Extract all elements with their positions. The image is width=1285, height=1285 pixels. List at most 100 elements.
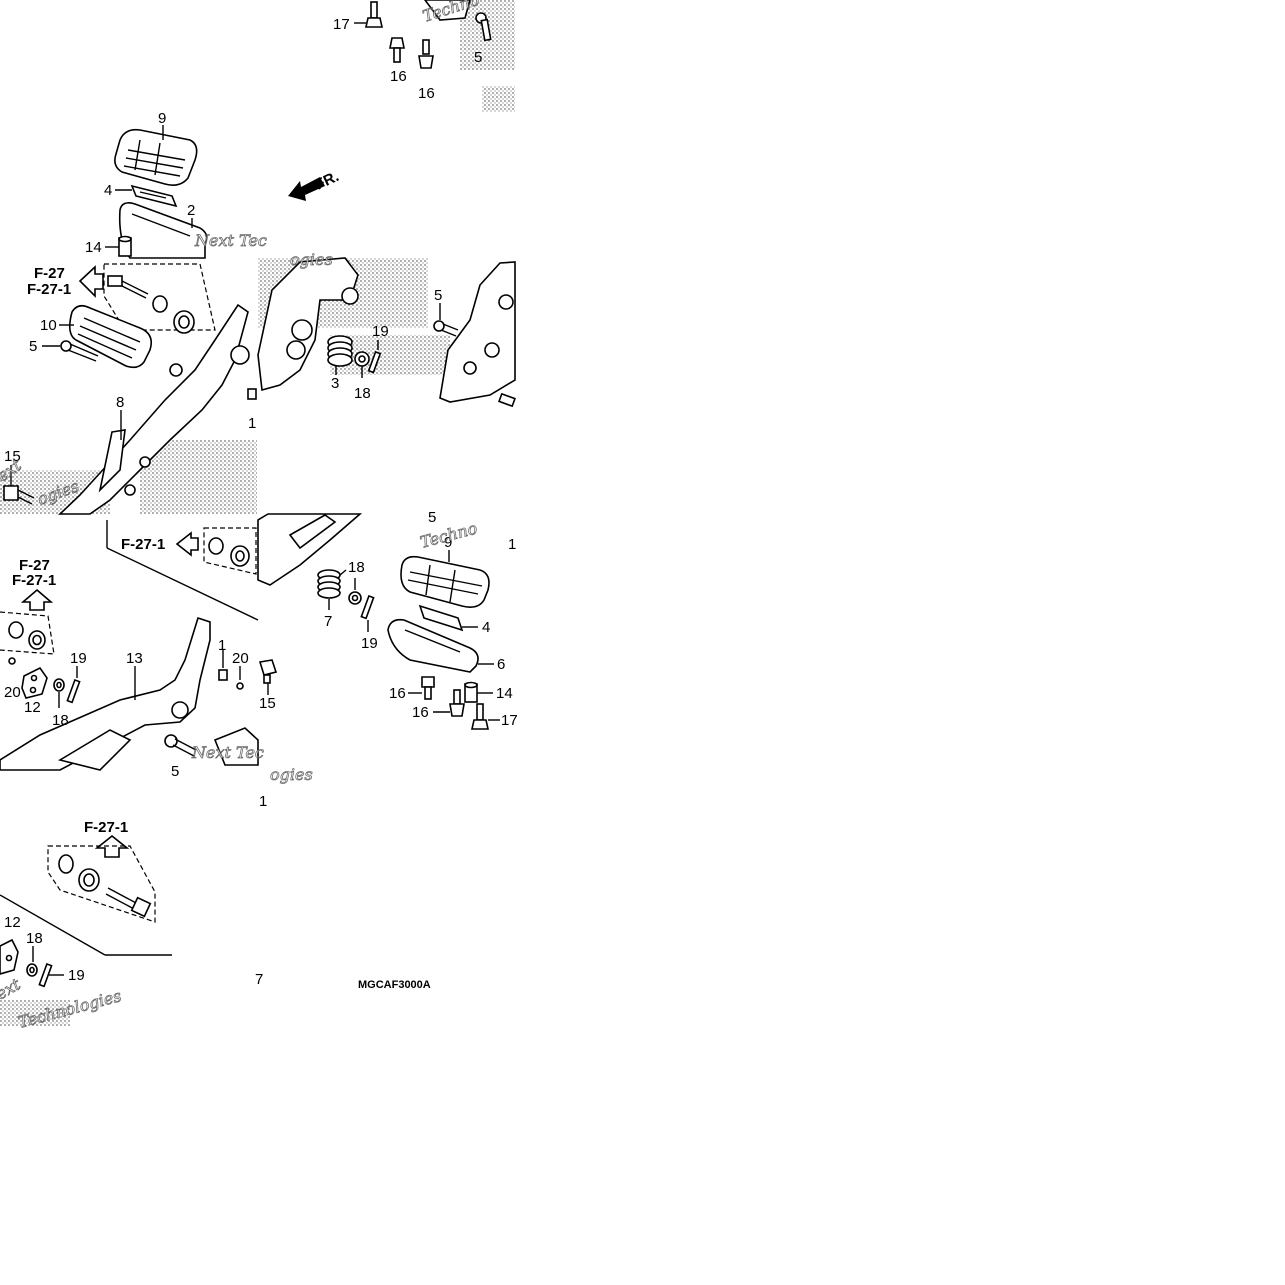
mount-hole xyxy=(484,342,500,358)
pin-5 xyxy=(164,734,197,757)
ref-f271: F-27-1 xyxy=(121,536,165,553)
callout-3: 3 xyxy=(331,375,339,392)
callout-2: 2 xyxy=(187,202,195,219)
footpeg-rubber-9 xyxy=(400,555,490,608)
washer-18 xyxy=(348,591,362,605)
tile-bottom: F-27-1 12 18 19 ext Technolo xyxy=(0,819,431,1032)
callout-4: 4 xyxy=(104,182,112,199)
drawing-code: MGCAF3000A xyxy=(358,979,431,991)
pin-5-right xyxy=(433,320,459,337)
watermark: Next Tec xyxy=(191,743,264,762)
callout-12: 12 xyxy=(4,914,21,931)
tile-upper-peg: 9 4 2 14 FR. Next Tec xyxy=(85,110,342,259)
plate-12 xyxy=(21,666,48,699)
spring-3 xyxy=(327,335,353,367)
callout-7: 7 xyxy=(324,613,332,630)
callout-12: 12 xyxy=(24,699,41,716)
ref-arrow-left-icon[interactable] xyxy=(78,265,104,298)
bolt-16b xyxy=(418,39,434,69)
callout-5: 5 xyxy=(29,338,37,355)
callout-14: 14 xyxy=(496,685,513,702)
callout-1: 1 xyxy=(259,793,267,810)
tile-left-lower: F-27-1 F-27 F-27-1 13 20 12 xyxy=(0,520,264,780)
tile-right-lower: 5 1 9 4 6 14 16 xyxy=(387,509,518,730)
callout-5: 5 xyxy=(474,49,482,66)
watermark: Next Tec xyxy=(194,231,267,250)
front-marker: FR. xyxy=(313,168,342,194)
washer-20 xyxy=(236,682,244,690)
ref-f271: F-27-1 xyxy=(84,819,128,836)
step-bracket xyxy=(439,261,516,403)
bracket-8 xyxy=(57,303,250,515)
bolt-16b xyxy=(449,689,465,717)
callout-18: 18 xyxy=(354,385,371,402)
kit-outline xyxy=(203,527,257,575)
pivot-boss xyxy=(286,340,306,360)
callout-9: 9 xyxy=(444,534,452,551)
ref-f271: F-27-1 xyxy=(27,281,71,298)
callout-16: 16 xyxy=(390,68,407,85)
tile-center-lower: 7 18 19 15 1 ogies xyxy=(257,513,378,810)
bolt-end xyxy=(498,392,516,408)
tile-right-middle: 5 xyxy=(433,261,516,408)
ref-f27: F-27 xyxy=(34,265,65,282)
bolt-kit xyxy=(107,275,195,334)
watermark: ext xyxy=(0,974,24,1003)
mount-hole xyxy=(498,294,514,310)
spring-7 xyxy=(317,569,347,599)
shading-area xyxy=(482,86,515,112)
washer-20 xyxy=(8,657,16,665)
tile-top-strip: 17 16 16 5 Techno xyxy=(333,0,515,112)
callout-16: 16 xyxy=(389,685,406,702)
callout-19: 19 xyxy=(70,650,87,667)
callout-5: 5 xyxy=(428,509,436,526)
bolt-15 xyxy=(3,485,35,505)
bolt-17 xyxy=(354,1,383,28)
bolt-15 xyxy=(258,659,278,684)
cotter-pin-19 xyxy=(38,962,53,988)
callout-5: 5 xyxy=(171,763,179,780)
pivot-boss xyxy=(341,287,359,305)
callout-8: 8 xyxy=(116,394,124,411)
callout-10: 10 xyxy=(40,317,57,334)
kit-outline xyxy=(47,845,156,923)
footpeg-rubber-9 xyxy=(114,128,198,186)
peg-fragment xyxy=(213,727,259,766)
callout-7: 7 xyxy=(255,971,263,988)
bracket-13 xyxy=(0,616,211,771)
bracket-part xyxy=(424,0,471,21)
pin-5-top xyxy=(475,12,492,42)
ref-f27: F-27 xyxy=(19,557,50,574)
bushing xyxy=(8,621,24,639)
watermark: ogies xyxy=(290,250,333,269)
ref-arrow-left-icon[interactable] xyxy=(175,531,199,557)
bracket-part xyxy=(257,513,363,586)
bushing-hole xyxy=(235,550,245,562)
ref-arrow-up-icon[interactable] xyxy=(20,588,54,611)
callout-19: 19 xyxy=(361,635,378,652)
callout-18: 18 xyxy=(26,930,43,947)
callout-17: 17 xyxy=(501,712,518,729)
shading-area xyxy=(0,1000,70,1026)
plate-12 xyxy=(0,938,19,975)
callout-1: 1 xyxy=(248,415,256,432)
bolt-16 xyxy=(389,37,405,63)
cotter-pin-19 xyxy=(367,350,382,374)
bolt-17 xyxy=(471,703,489,730)
bushing-hole xyxy=(32,634,42,646)
washer xyxy=(208,537,224,555)
pivot-boss xyxy=(291,319,313,341)
pin-5 xyxy=(60,340,99,362)
callout-17: 17 xyxy=(333,16,350,33)
callout-18: 18 xyxy=(52,712,69,729)
callout-14: 14 xyxy=(85,239,102,256)
washer-18 xyxy=(53,678,65,692)
kit-outline xyxy=(103,263,216,331)
callout-20: 20 xyxy=(232,650,249,667)
callout-19: 19 xyxy=(68,967,85,984)
bolt-kit xyxy=(58,854,152,918)
callout-15: 15 xyxy=(4,448,21,465)
callout-13: 13 xyxy=(126,650,143,667)
callout-1: 1 xyxy=(508,536,516,553)
